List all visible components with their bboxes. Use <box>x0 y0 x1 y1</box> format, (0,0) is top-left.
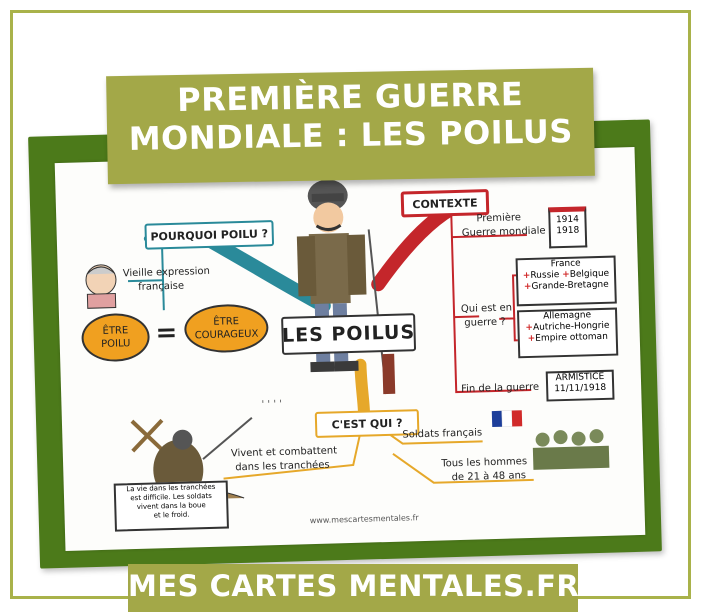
central-topic-label: LES POILUS <box>281 321 416 347</box>
contexte-label: CONTEXTE <box>412 195 478 211</box>
footer-brand: MES CARTES MENTALES.FR <box>128 569 580 603</box>
armistice-line2: 11/11/1918 <box>554 382 607 395</box>
calendar-end: 1918 <box>556 225 580 237</box>
allies-item-2: Belgique <box>569 268 610 280</box>
old-woman-illustration <box>85 264 117 309</box>
enemies-item-2: Empire ottoman <box>535 331 608 344</box>
etre-courageux-line2: COURAGEUX <box>194 328 259 342</box>
vieille-expression-line2: française <box>138 280 185 293</box>
fin-guerre-label: Fin de la guerre <box>461 381 540 395</box>
premiere-line2: Guerre mondiale <box>461 225 546 239</box>
equals-sign: = <box>155 317 178 349</box>
footer-bar <box>128 564 578 612</box>
allies-row2: +Grande-Bretagne <box>518 280 614 294</box>
allies-item-1: Russie <box>530 270 560 281</box>
allies-card: France +Russie +Belgique +Grande-Bretagn… <box>515 255 617 307</box>
etre-poilu-line1: ÊTRE <box>102 325 129 337</box>
svg-text:' ' ' ': ' ' ' ' <box>261 399 282 411</box>
mind-map-card: ' ' ' ' LES POILUS POURQUOI POILU ? Vie <box>54 146 646 552</box>
soldats-francais-label: Soldats français <box>402 427 483 441</box>
cest-qui-label: C'EST QUI ? <box>331 416 403 432</box>
trench-note-card: La vie dans les tranchées est difficile.… <box>113 480 229 532</box>
etre-poilu-line2: POILU <box>100 338 131 350</box>
armistice-card: ARMISTICE 11/11/1918 <box>545 369 615 402</box>
qui-est-line1: Qui est en <box>460 302 513 315</box>
enemies-card: Allemagne +Autriche-Hongrie +Empire otto… <box>516 307 619 359</box>
central-topic-box: LES POILUS <box>281 313 417 355</box>
title-text: PREMIÈRE GUERRE MONDIALE : LES POILUS <box>106 74 594 158</box>
calendar-card: 1914 1918 <box>548 206 588 249</box>
premiere-line1: Première <box>476 212 522 225</box>
allies-item-3: Grande-Bretagne <box>531 279 609 292</box>
trench-note-line4: et le froid. <box>153 510 190 520</box>
qui-est-line2: guerre ? <box>464 316 506 329</box>
french-flag <box>491 410 523 428</box>
soldiers-group-illustration <box>532 429 610 470</box>
tous-les-hommes-line2: de 21 à 48 ans <box>451 470 527 484</box>
pourquoi-poilu-label: POURQUOI POILU ? <box>150 226 269 244</box>
pourquoi-poilu-box: POURQUOI POILU ? <box>144 220 275 250</box>
